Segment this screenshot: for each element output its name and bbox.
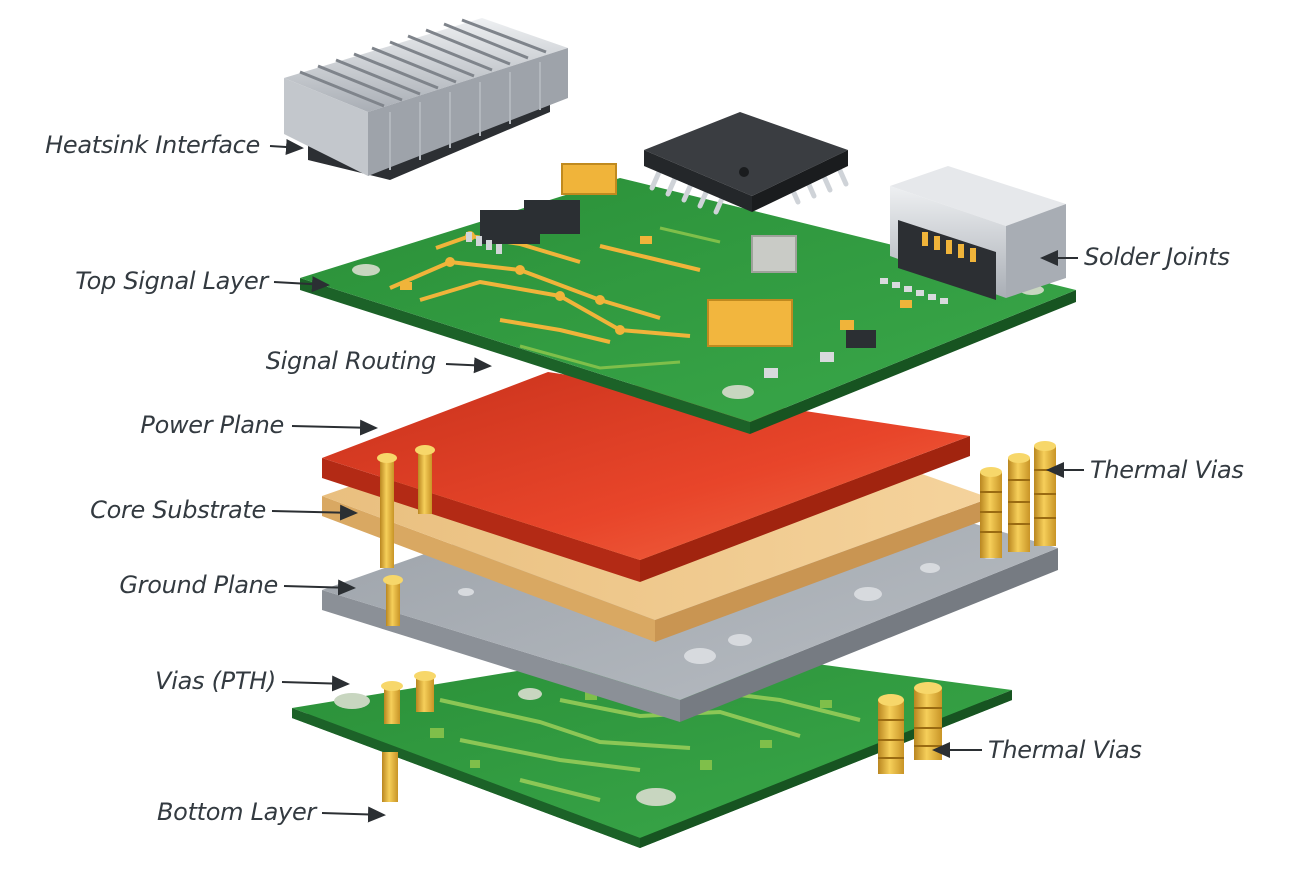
label-signal-routing: Signal Routing [265, 347, 437, 375]
bottom-layer-board [292, 645, 1012, 848]
label-bottom-layer: Bottom Layer [157, 798, 316, 826]
pth-via-pins [377, 445, 436, 802]
connector-jack [890, 166, 1066, 300]
label-thermal-vias-upper: Thermal Vias [1090, 456, 1244, 484]
top-signal-layer-board [300, 163, 1076, 434]
label-solder-joints: Solder Joints [1084, 243, 1230, 271]
leader-arrows [269, 139, 1084, 823]
label-power-plane: Power Plane [140, 411, 284, 439]
power-plane-layer [322, 372, 970, 582]
label-core-substrate: Core Substrate [90, 496, 266, 524]
label-ground-plane: Ground Plane [119, 571, 278, 599]
label-heatsink-interface: Heatsink Interface [45, 131, 260, 159]
label-top-signal-layer: Top Signal Layer [75, 267, 268, 295]
thermal-vias-upper-stack [980, 441, 1056, 558]
ic-chip [644, 112, 849, 215]
label-vias-pth: Vias (PTH) [155, 667, 276, 695]
label-thermal-vias-lower: Thermal Vias [988, 736, 1142, 764]
heatsink [284, 18, 568, 180]
